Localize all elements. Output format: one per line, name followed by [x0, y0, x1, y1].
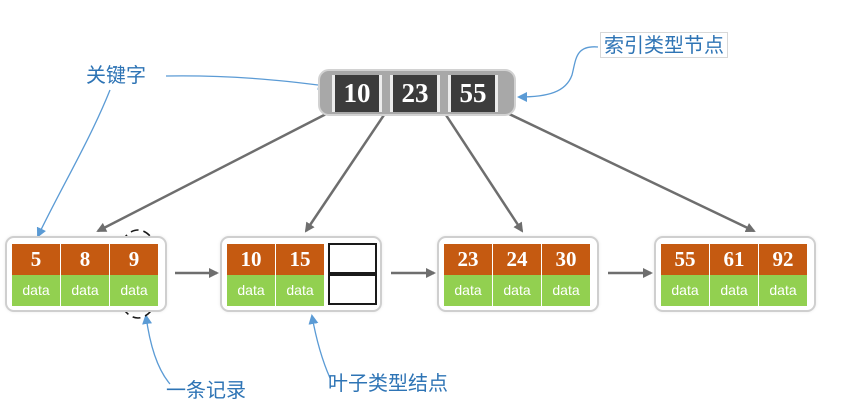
pointer-arrow-leaf-1	[96, 110, 331, 233]
index-node-type-callout: 索引类型节点	[600, 32, 728, 58]
pointer-arrow-leaf-3	[442, 111, 524, 233]
leaf-key: 8	[61, 244, 109, 275]
leaf-key: 24	[493, 244, 541, 275]
record-callout: 一条记录	[166, 378, 246, 402]
empty-key-slot	[328, 243, 377, 274]
leaf-data: data	[661, 275, 709, 306]
pointer-arrow-leaf-2	[304, 111, 388, 233]
index-key-3: 55	[448, 75, 498, 112]
leaf-key: 5	[12, 244, 60, 275]
cell-divider	[709, 244, 710, 306]
index-key-1: 10	[332, 75, 382, 112]
index-to-leaf-arrows	[96, 110, 756, 233]
leaf-data: data	[276, 275, 324, 306]
index-key-2: 23	[390, 75, 440, 112]
cell-divider	[758, 244, 759, 306]
leaf-data: data	[12, 275, 60, 306]
leaf-key: 61	[710, 244, 758, 275]
leaf-node-type-callout: 叶子类型结点	[328, 371, 448, 395]
cell-divider	[492, 244, 493, 306]
keyword-callout: 关键字	[86, 63, 146, 87]
empty-data-slot	[328, 274, 377, 305]
cell-divider	[60, 244, 61, 306]
leaf-key: 23	[444, 244, 492, 275]
leaf-data: data	[444, 275, 492, 306]
pointer-arrow-leaf-4	[504, 110, 756, 233]
cell-divider	[109, 244, 110, 306]
keyword-leader-to-leaf	[36, 89, 111, 238]
leaf-data: data	[110, 275, 158, 306]
cell-divider	[541, 244, 542, 306]
leaf-data: data	[759, 275, 807, 306]
callout-leaders	[36, 46, 599, 385]
index-node: 10 23 55	[318, 69, 516, 116]
index-type-leader	[517, 46, 599, 102]
leaf-data: data	[227, 275, 275, 306]
leaf-data: data	[542, 275, 590, 306]
leaf-key: 92	[759, 244, 807, 275]
leaf-key: 9	[110, 244, 158, 275]
cell-divider	[275, 244, 276, 306]
keyword-leader-to-index	[165, 75, 328, 90]
leaf-key: 15	[276, 244, 324, 275]
leaf-node-3: 23 24 30 data data data	[437, 236, 599, 312]
leaf-node-2: 10 15 data data	[220, 236, 382, 312]
leaf-key: 10	[227, 244, 275, 275]
leaf-key: 55	[661, 244, 709, 275]
leaf-node-1: 5 8 9 data data data	[5, 236, 167, 312]
record-leader	[142, 314, 171, 385]
leaf-data: data	[710, 275, 758, 306]
leaf-key: 30	[542, 244, 590, 275]
leaf-data: data	[61, 275, 109, 306]
leaf-node-4: 55 61 92 data data data	[654, 236, 816, 312]
leaf-type-leader	[308, 314, 331, 379]
leaf-data: data	[493, 275, 541, 306]
